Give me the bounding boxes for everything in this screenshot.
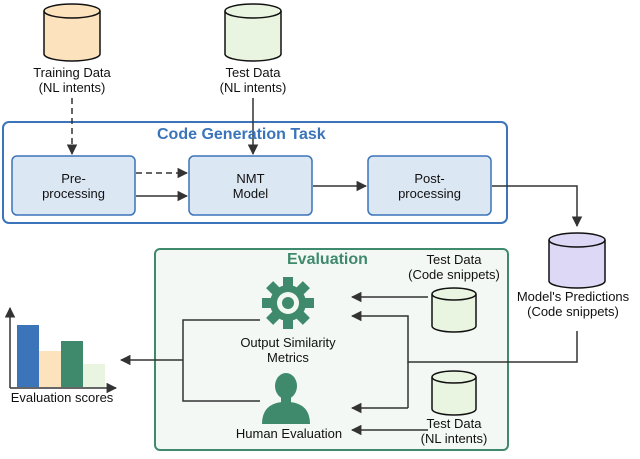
human-evaluation-label: Human Evaluation (235, 426, 343, 441)
training-data-line2: (NL intents) (38, 80, 106, 95)
metrics-label: Output Similarity Metrics (226, 335, 350, 365)
metrics-line2: Metrics (267, 350, 309, 365)
postprocessing-line1: Post- (414, 171, 445, 186)
test-data-nl-bottom-label: Test Data (NL intents) (404, 416, 504, 446)
nmt-model-line2: Model (232, 186, 269, 201)
test-data-nl-cylinder-top (224, 3, 282, 62)
evaluation-title: Evaluation (287, 251, 368, 268)
test-data-nl-bottom-line1: Test Data (426, 416, 482, 431)
test-data-top-line1: Test Data (225, 65, 281, 80)
postprocessing-line2: processing (398, 186, 461, 201)
preprocessing-line1: Pre- (61, 171, 86, 186)
test-data-top-line2: (NL intents) (219, 80, 287, 95)
nmt-model-line1: NMT (236, 171, 265, 186)
evaluation-scores-label: Evaluation scores (10, 390, 114, 405)
test-data-nl-bottom-line2: (NL intents) (420, 431, 488, 446)
preprocessing-label: Pre- processing (12, 171, 135, 201)
test-data-code-cylinder (431, 287, 477, 333)
nmt-model-label: NMT Model (189, 171, 312, 201)
test-data-top-label: Test Data (NL intents) (193, 65, 313, 95)
metrics-line1: Output Similarity (240, 335, 336, 350)
person-icon (262, 373, 310, 424)
evaluation-box (154, 248, 509, 451)
test-data-code-label: Test Data (Code snippets) (398, 252, 510, 282)
score-bar-3 (61, 341, 83, 387)
score-bar-4 (83, 364, 105, 387)
predictions-line1: Model's Predictions (516, 289, 630, 304)
gear-icon (262, 277, 314, 329)
code-generation-title: Code Generation Task (157, 126, 326, 143)
training-data-label: Training Data (NL intents) (12, 65, 132, 95)
postprocessing-to-predictions-arrow (492, 185, 583, 228)
postprocessing-box (367, 155, 492, 216)
test-data-nl-cylinder-bottom (431, 370, 477, 416)
score-bar-2 (39, 351, 61, 387)
predictions-label: Model's Predictions (Code snippets) (509, 289, 637, 319)
preprocessing-line2: processing (42, 186, 105, 201)
training-data-cylinder (43, 3, 101, 62)
model-predictions-cylinder (548, 232, 606, 289)
predictions-line2: (Code snippets) (527, 304, 619, 319)
postprocessing-label: Post- processing (368, 171, 491, 201)
test-data-code-line1: Test Data (426, 252, 482, 267)
nmt-model-box (188, 155, 313, 216)
training-data-line1: Training Data (33, 65, 111, 80)
test-data-code-line2: (Code snippets) (408, 267, 500, 282)
score-bar-1 (17, 325, 39, 387)
scores-chart (4, 306, 118, 394)
preprocessing-box (11, 155, 136, 216)
